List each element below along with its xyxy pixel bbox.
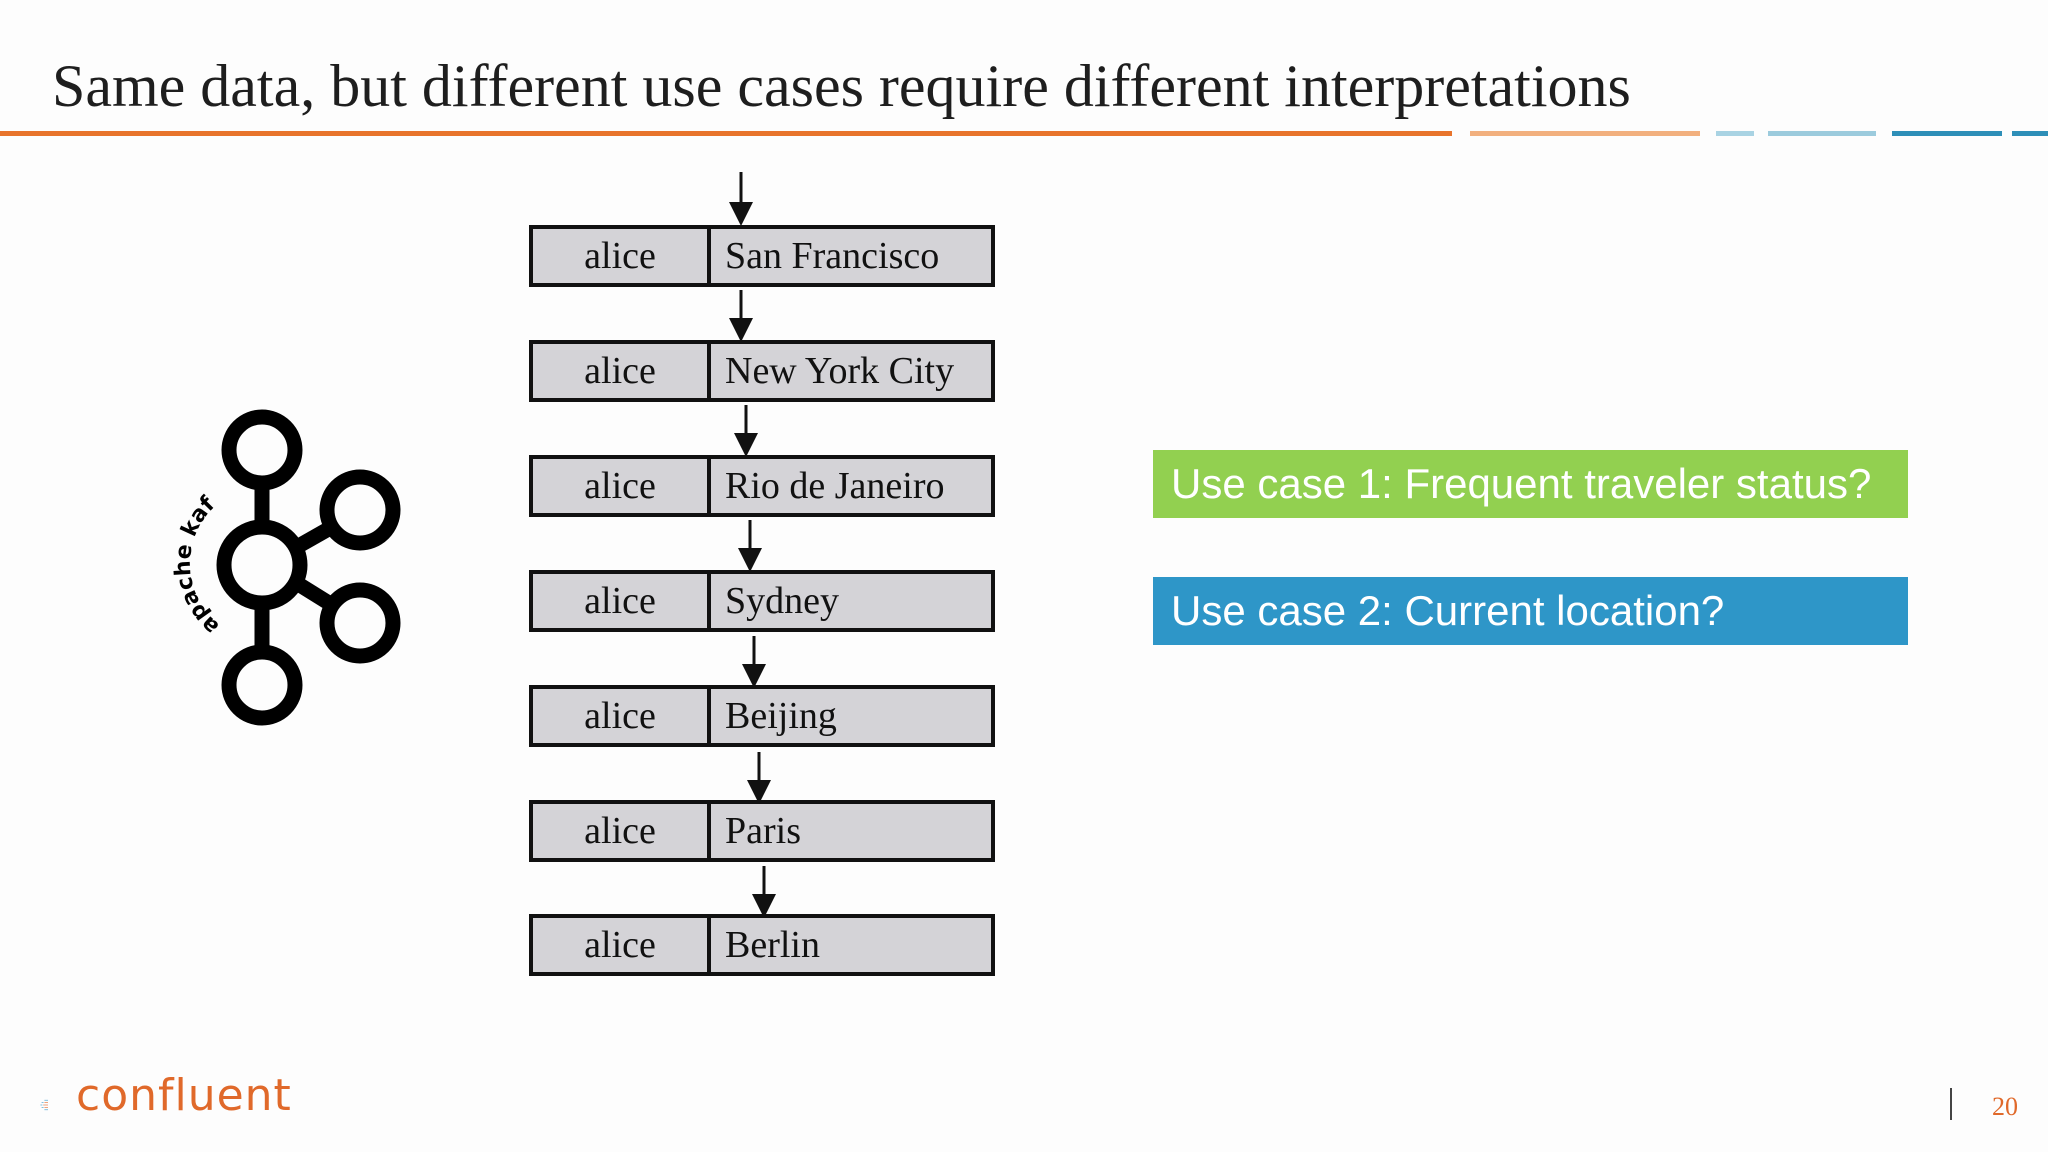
header-rule-segment-4	[1768, 131, 1876, 136]
header-rule-segment-2	[1470, 131, 1700, 136]
header-rule-segment-5	[1892, 131, 2002, 136]
record-key: alice	[533, 918, 711, 972]
record-value: New York City	[725, 350, 955, 392]
record-key: alice	[533, 229, 711, 283]
use-case-1: Use case 1: Frequent traveler status?	[1153, 450, 1908, 518]
page-number: 20	[1992, 1092, 2018, 1121]
stream-record: alice Berlin	[529, 914, 995, 976]
stream-record: alice New York City	[529, 340, 995, 402]
stream-record: alice Sydney	[529, 570, 995, 632]
record-key: alice	[533, 344, 711, 398]
record-key: alice	[533, 804, 711, 858]
slide-title: Same data, but different use cases requi…	[52, 53, 1631, 119]
confluent-logo-text: confluent	[76, 1070, 292, 1121]
confluent-mark-icon	[40, 1099, 48, 1111]
record-value: Sydney	[725, 580, 839, 622]
record-value: Beijing	[725, 695, 837, 737]
page-divider	[1950, 1088, 1952, 1120]
header-rule-segment-1	[0, 131, 1452, 136]
svg-text:apache kafka: apache kafka	[170, 400, 224, 639]
kafka-logo-text: apache kafka	[170, 400, 224, 639]
record-key: alice	[533, 459, 711, 513]
record-value: Berlin	[725, 924, 820, 966]
apache-kafka-logo-icon: apache kafka	[170, 400, 401, 726]
header-rule-segment-3	[1716, 131, 1754, 136]
use-case-2: Use case 2: Current location?	[1153, 577, 1908, 645]
record-value: San Francisco	[725, 235, 940, 277]
stream-record: alice Rio de Janeiro	[529, 455, 995, 517]
record-value: Rio de Janeiro	[725, 465, 945, 507]
header-rule-segment-6	[2012, 131, 2048, 136]
record-value: Paris	[725, 810, 801, 852]
record-key: alice	[533, 689, 711, 743]
stream-record: alice Paris	[529, 800, 995, 862]
stream-record: alice San Francisco	[529, 225, 995, 287]
record-key: alice	[533, 574, 711, 628]
stream-record: alice Beijing	[529, 685, 995, 747]
